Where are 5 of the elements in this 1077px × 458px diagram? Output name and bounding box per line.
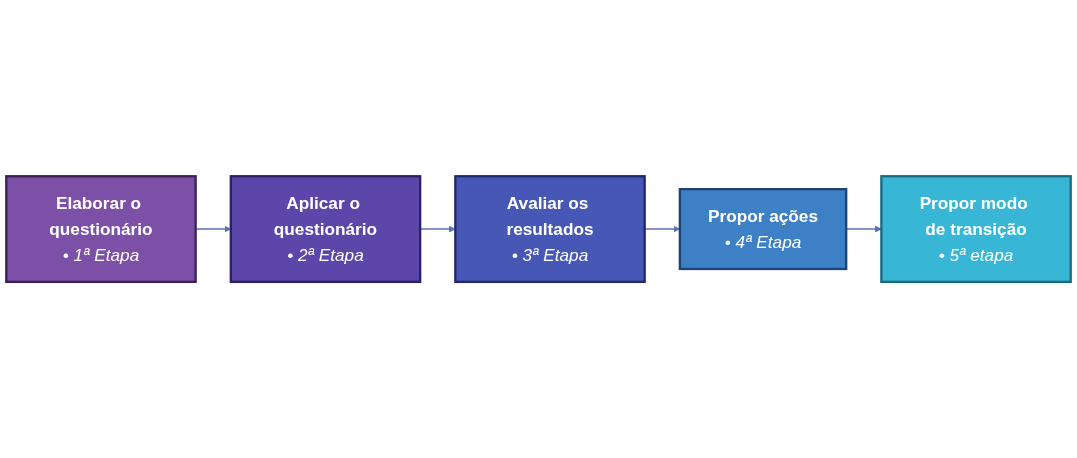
node-box: Avaliar os resultados • 3ª Etapa: [454, 175, 646, 283]
node-box: Elaborar o questionário • 1ª Etapa: [5, 175, 197, 283]
node-box: Propor modo de transição • 5ª etapa: [880, 175, 1072, 283]
node-box: Propor ações • 4ª Etapa: [678, 187, 848, 271]
node-box: Aplicar o questionário • 2ª Etapa: [229, 175, 422, 283]
